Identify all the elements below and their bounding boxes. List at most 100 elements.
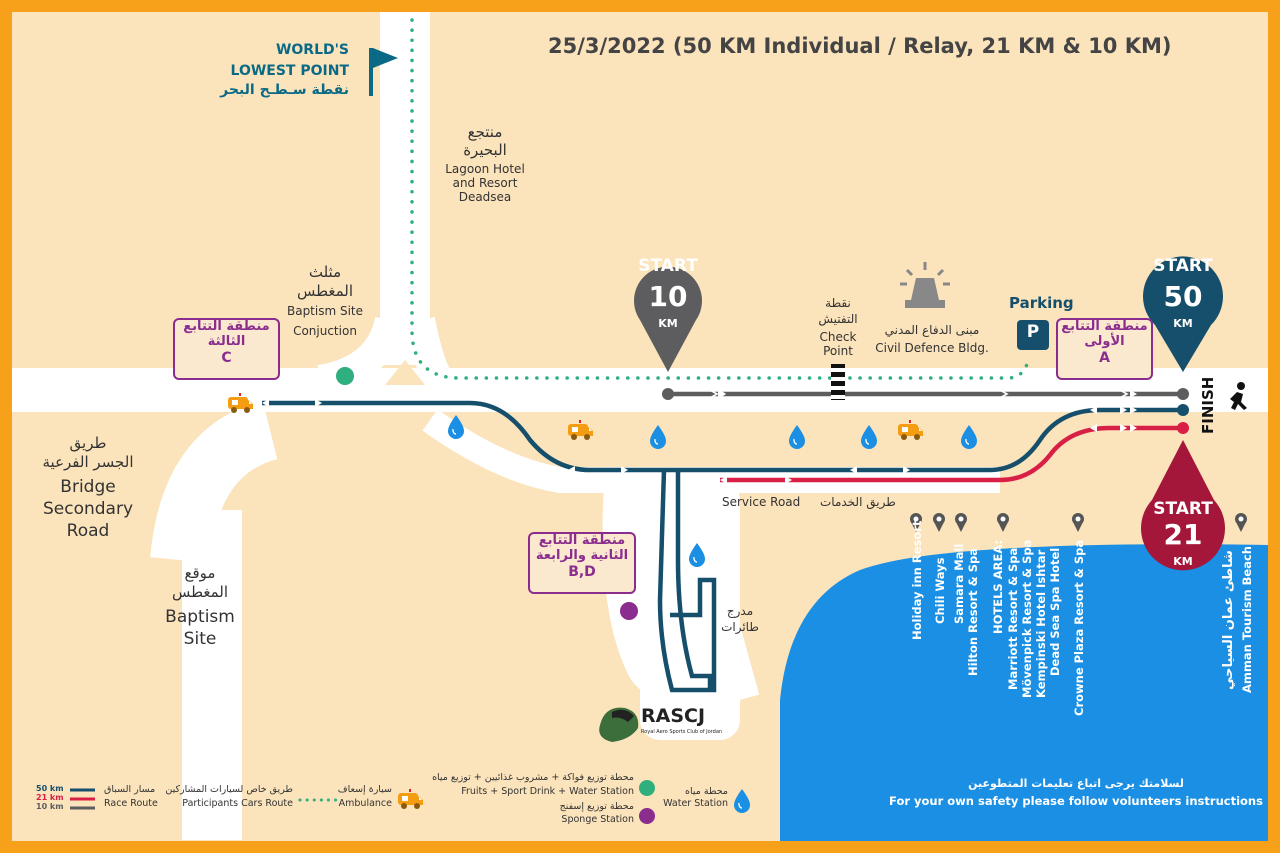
zone-c-letter: C [221, 349, 232, 366]
civil-defence-en: Civil Defence Bldg. [875, 341, 989, 355]
hotel-movenpick: Mövenpick Resort & Spa [1020, 539, 1034, 698]
hotels-area-label: HOTELS AREA: [991, 539, 1005, 634]
flag-icon [369, 48, 398, 96]
beach-en: Amman Tourism Beach [1240, 546, 1254, 693]
hotel-chili-ways: Chili Ways [933, 557, 947, 624]
checkpoint-marker [831, 364, 845, 400]
legend-sponge-en: Sponge Station [561, 814, 634, 825]
lowest-point-en2: LOWEST POINT [230, 63, 349, 79]
baptism-site-en2: Site [183, 629, 217, 649]
legend-sponge-icon [639, 808, 655, 824]
fruit-station [336, 367, 354, 385]
legend-10km: 10 km [36, 802, 64, 811]
lagoon-en1: Lagoon Hotel [445, 162, 525, 176]
start-50-unit: KM [1173, 317, 1193, 330]
lowest-point-en1: WORLD'S [275, 42, 349, 58]
legend-fruit-icon [639, 780, 655, 796]
safety-en: For your own safety please follow volunt… [889, 794, 1263, 808]
legend-sponge-ar: محطة توزيع إسفنج [559, 801, 634, 812]
checkpoint-en1: Check [819, 330, 857, 344]
route-10-arrows [718, 389, 726, 399]
hotel-samara-mall: Samara Mall [952, 543, 966, 624]
baptism-conj-ar1: مثلث [308, 263, 342, 281]
baptism-conj-en2: Conjuction [293, 324, 357, 338]
start-10-num: 10 [648, 280, 688, 313]
safety-ar: لسلامتك يرجى اتباع تعليمات المتطوعين [968, 777, 1184, 790]
legend-route-lines [70, 788, 95, 810]
start-10-label: START [638, 256, 698, 276]
airstrip-ar1: مدرج [726, 604, 754, 618]
parking-icon [1017, 320, 1049, 350]
legend-fruit-en: Fruits + Sport Drink + Water Station [461, 786, 634, 797]
start-50-num: 50 [1163, 280, 1203, 313]
zone-bd-ar2: الثانية والرابعة [535, 547, 629, 563]
zone-a-ar2: الأولى [1084, 333, 1125, 349]
lagoon-ar2: البحيرة [463, 141, 507, 159]
zone-c-ar2: الثالثة [207, 333, 246, 349]
start-10-unit: KM [658, 317, 678, 330]
legend-50km: 50 km [36, 784, 64, 793]
bridge-en1: Bridge [60, 477, 116, 497]
legend-amb-en: Ambulance [338, 798, 392, 809]
lowest-point-ar: نقطة سـطـح البحر [220, 82, 349, 98]
start-21-num: 21 [1163, 518, 1203, 551]
bridge-en2: Secondary [42, 499, 134, 519]
start-21-label: START [1153, 499, 1213, 519]
bridge-ar1: طريق [69, 434, 107, 452]
route-10km [662, 388, 1189, 400]
lagoon-en3: Deadsea [458, 190, 512, 204]
zone-bd-letter: B,D [568, 563, 596, 580]
legend-cars-en: Participants Cars Route [182, 798, 293, 809]
airstrip-ar2: طائرات [721, 620, 759, 634]
checkpoint-en2: Point [823, 344, 853, 358]
baptism-conj-en1: Baptism Site [286, 304, 364, 318]
start-21-unit: KM [1173, 555, 1193, 568]
start-21-marker [1141, 440, 1226, 571]
checkpoint-ar2: التفتيش [818, 312, 858, 326]
civil-defence-ar: مبنى الدفاع المدني [884, 323, 980, 337]
finish-dot-50 [1177, 404, 1189, 416]
route-arrows [262, 390, 1137, 484]
baptism-road [182, 510, 242, 840]
baptism-site-ar1: موقع [184, 564, 216, 582]
legend-21km: 21 km [36, 793, 64, 802]
legend-route-en: Race Route [104, 798, 158, 809]
runner-icon [1230, 382, 1247, 410]
zone-a-letter: A [1099, 349, 1110, 366]
page-title: 25/3/2022 (50 KM Individual / Relay, 21 … [548, 34, 1172, 58]
sponge-station [620, 602, 638, 620]
legend-amb-ar: سيارة إسعاف [337, 784, 392, 795]
lagoon-ar1: منتجع [467, 123, 503, 141]
zone-a-ar1: منطقة التتابع [1061, 319, 1148, 334]
baptism-site-ar2: المغطس [171, 583, 229, 601]
legend-cars-ar: طريق خاص لسيارات المشاركين [165, 784, 293, 795]
zone-c-ar1: منطقة التتابع [183, 319, 270, 334]
bridge-en3: Road [66, 521, 110, 541]
hotel-dead-sea-spa: Dead Sea Spa Hotel [1048, 547, 1062, 676]
finish-label: FINISH [1199, 376, 1217, 434]
route-10-chevrons [709, 389, 1129, 399]
legend-fruit-ar: محطة توزيع فواكة + مشروب غذائيين + توزيع… [432, 772, 634, 783]
hotel-kempinski: Kempinski Hotel Ishtar [1034, 549, 1048, 698]
parking-symbol: P [1026, 322, 1040, 342]
service-road-en: Service Road [722, 495, 801, 509]
hotel-hilton: Hilton Resort & Spa [966, 548, 980, 676]
siren-icon [900, 262, 950, 308]
start-10-marker [634, 266, 703, 372]
hotel-marriott: Marriott Resort & Spa [1006, 547, 1020, 690]
rascj-logo-sub: Royal Aero Sports Club of Jordan [641, 729, 723, 735]
legend-water-en: Water Station [663, 798, 728, 809]
airstrip-area [640, 480, 740, 740]
service-road-ar: طريق الخدمات [820, 495, 896, 509]
start-50-marker [1143, 256, 1223, 372]
zone-bd-ar1: منطقة التتابع [538, 533, 626, 548]
beach-ar: شاطئ عمان السياحي [1221, 550, 1236, 690]
route-50km [262, 400, 1183, 693]
baptism-site-en1: Baptism [165, 607, 235, 627]
legend-water-ar: محطة مياه [685, 786, 728, 797]
dead-sea [780, 544, 1268, 841]
relay-zone-a: منطقة التتابع الأولى A [1056, 318, 1153, 380]
relay-zone-bd: منطقة التتابع الثانية والرابعة B,D [528, 532, 636, 594]
